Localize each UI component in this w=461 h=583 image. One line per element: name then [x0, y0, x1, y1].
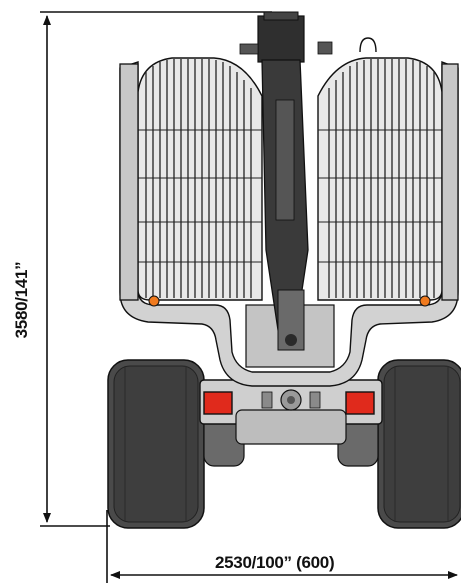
- axle-assembly: [199, 379, 383, 467]
- bunk-frame: [119, 60, 459, 387]
- left-grille: [137, 57, 263, 301]
- height-dimension-label: 3580/141”: [12, 261, 31, 339]
- right-grille: [317, 57, 443, 301]
- width-dimension: [106, 510, 458, 583]
- right-tail-light: [345, 391, 375, 415]
- left-tire: [107, 359, 205, 529]
- left-stake: [119, 63, 139, 301]
- left-tail-light: [203, 391, 233, 415]
- right-stake: [441, 63, 459, 301]
- width-dimension-label: 2530/100” (600): [215, 553, 335, 572]
- right-tire: [377, 359, 461, 529]
- crane-boom: [239, 11, 377, 351]
- height-dimension: [40, 11, 272, 527]
- right-marker-light: [419, 295, 431, 307]
- left-marker-light: [148, 295, 160, 307]
